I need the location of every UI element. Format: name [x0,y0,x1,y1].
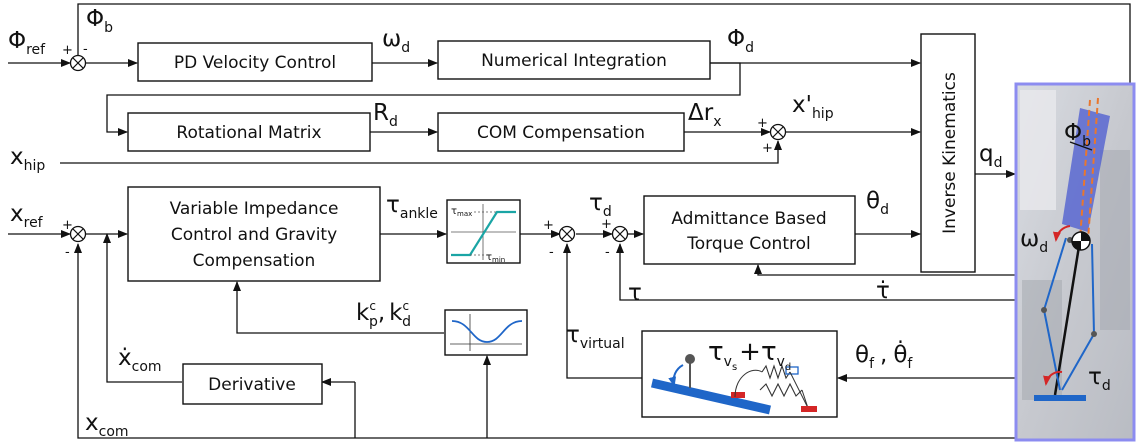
label-x-com-dot: ẋcom [118,345,162,375]
label-x-com: xcom [85,410,129,440]
numerical-integration-block [437,40,711,80]
tau-max-label: τmax [451,206,472,218]
pd-velocity-control-label: PD Velocity Control [174,53,336,73]
label-tau-d: τd [589,190,612,220]
tau-min-label: τmin [486,252,505,264]
label-r-d: Rd [373,100,398,130]
com-compensation-block [437,112,685,152]
variable-impedance-block [127,186,381,282]
sum-tau-feedback [611,225,629,243]
admittance-torque-control-block [643,195,856,265]
junction-signs: + - + + + - + - + - [62,42,773,260]
summing-junctions [69,54,787,243]
label-theta-f: θf,θ̇f [855,340,913,372]
variable-impedance-line-2: Control and Gravity [171,225,337,245]
inverse-kinematics-block [920,33,976,273]
label-phi-d: Φd [727,26,754,56]
sign-plus: + [762,141,773,156]
inverse-kinematics-label: Inverse Kinematics [940,72,960,234]
robot-label-tau-d: τd [1088,364,1111,394]
label-x-ref: xref [10,201,44,231]
label-x-hip: xhip [10,144,45,174]
sign-minus: - [65,245,70,260]
numerical-integration-label: Numerical Integration [481,51,667,71]
label-tau-virtual: τvirtual [566,322,625,352]
gain-schedule-block [444,309,528,356]
label-delta-r-x: Δrx [688,100,722,130]
sign-plus: + [601,217,612,232]
sign-plus: + [543,218,554,233]
robot-photo-panel: Φb ωd τd [1014,82,1136,442]
label-phi-b: Φb [86,6,113,36]
admittance-line-1: Admittance Based [671,209,826,229]
label-tau-vs-plus-tau-vd: τvs+τvd [708,337,791,373]
derivative-block [182,363,323,405]
sum-phi [69,54,87,72]
label-tau: τ [628,280,642,306]
sign-plus: + [62,218,73,233]
label-q-d: qd [979,141,1003,171]
derivative-label: Derivative [208,375,296,395]
sum-x-ref [69,225,87,243]
sign-minus: - [83,42,88,57]
sign-plus: + [62,43,73,58]
admittance-line-2: Torque Control [686,234,810,254]
label-tau-dot: τ̇ [876,278,890,304]
sign-minus: - [549,245,554,260]
virtual-model-block [641,330,838,418]
sum-tau-virtual [558,225,576,243]
label-phi-ref: Φref [8,28,46,58]
rotational-matrix-block [127,112,371,152]
variable-impedance-line-1: Variable Impedance [170,199,339,219]
label-theta-d: θd [866,188,889,218]
label-tau-ankle: τankle [386,192,438,222]
robot-label-phi-b: Φb [1064,120,1091,150]
robot-label-omega-d: ωd [1020,226,1048,256]
saturation-block: τmax τmin [446,199,521,264]
sign-minus: - [605,245,610,260]
sum-hip [769,123,787,141]
signal-labels: Φref Φb ωd Φd Rd Δrx x'hip xhip qd xref … [8,6,1003,440]
rotational-matrix-label: Rotational Matrix [176,123,321,143]
label-omega-d: ωd [382,26,410,56]
pd-velocity-control-block [137,42,373,82]
com-compensation-label: COM Compensation [477,123,645,143]
sign-plus: + [757,116,768,131]
variable-impedance-line-3: Compensation [193,251,316,271]
label-x-prime-hip: x'hip [792,92,834,122]
